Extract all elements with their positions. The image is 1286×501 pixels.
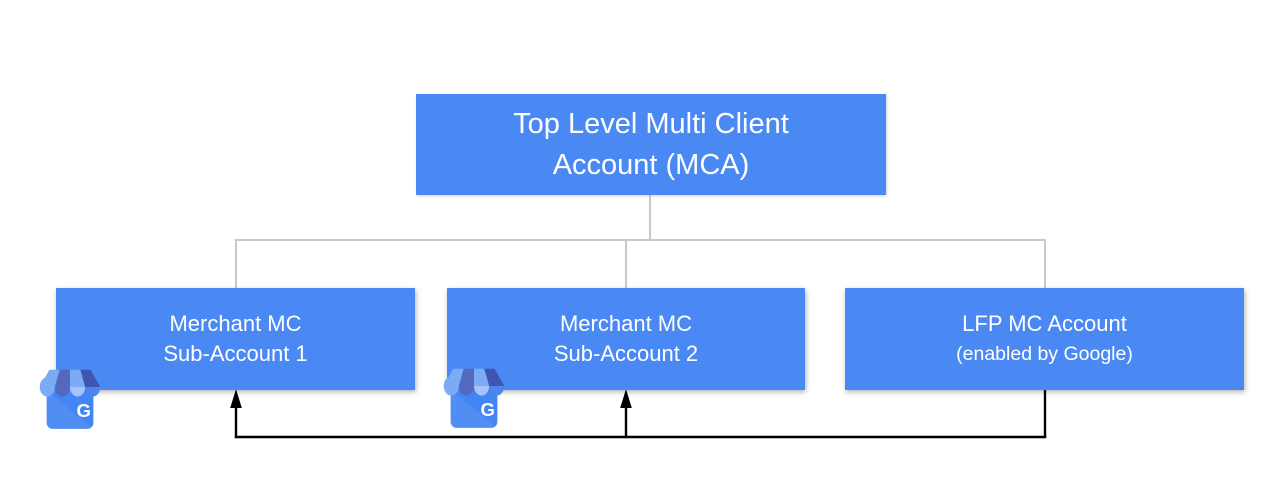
node-label-line: Sub-Account 1	[163, 341, 308, 366]
node-merchant-sub-account-1: Merchant MC Sub-Account 1	[56, 288, 415, 390]
awning-stripe	[70, 369, 86, 387]
node-lfp-mc-account: LFP MC Account (enabled by Google)	[845, 288, 1244, 390]
node-label-line: LFP MC Account	[962, 311, 1127, 336]
awning-stripe	[39, 369, 60, 387]
storefront-fold-highlight	[450, 389, 498, 428]
node-label-line: Merchant MC	[169, 311, 302, 336]
google-g-letter: G	[77, 400, 91, 421]
node-label-line: Account (MCA)	[552, 148, 750, 181]
awning-stripe	[443, 368, 464, 386]
node-label-line: Sub-Account 2	[553, 341, 699, 366]
storefront-body	[450, 385, 498, 428]
node-top-level-mca: Top Level Multi Client Account (MCA)	[416, 94, 886, 195]
google-business-icon: G	[443, 368, 505, 428]
awning-stripe	[458, 368, 474, 386]
node-label-line: (enabled by Google)	[956, 343, 1133, 365]
google-business-icon: G	[39, 369, 101, 429]
awning-stripe	[474, 368, 490, 386]
arrowhead-up-icon	[620, 389, 632, 408]
node-merchant-sub-account-2: Merchant MC Sub-Account 2	[447, 288, 805, 390]
awning-stripe	[484, 368, 505, 386]
storefront-fold-highlight	[46, 390, 94, 429]
google-g-letter: G	[481, 399, 495, 420]
awning-stripe	[54, 369, 70, 387]
awning-stripe	[80, 369, 101, 387]
node-label-line: Merchant MC	[559, 311, 693, 336]
node-label-line: Top Level Multi Client	[513, 107, 789, 140]
storefront-body	[46, 386, 94, 429]
arrowhead-up-icon	[230, 389, 242, 408]
